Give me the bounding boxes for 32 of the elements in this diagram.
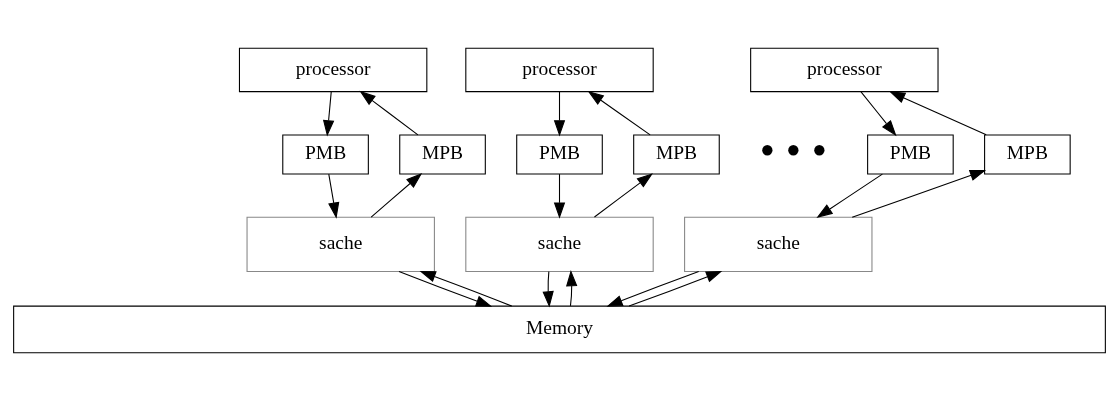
node-box: sache <box>246 216 435 272</box>
arrow <box>553 90 566 136</box>
arrow <box>542 270 554 307</box>
arrow <box>359 90 419 135</box>
node-box: MPB <box>633 133 720 174</box>
arrow <box>328 173 340 219</box>
node-box: processor <box>238 47 428 92</box>
arrow <box>587 90 651 135</box>
node-box: MPB <box>984 133 1071 174</box>
arrow <box>553 173 566 219</box>
node-box: MPB <box>399 133 486 174</box>
arrow <box>816 173 883 218</box>
arrow <box>593 172 653 218</box>
arrow <box>398 270 493 307</box>
arrow <box>566 269 578 306</box>
node-box: sache <box>465 216 654 272</box>
node-box: processor <box>750 47 939 92</box>
arrow <box>889 90 987 135</box>
label: • • • <box>759 125 828 174</box>
arrow <box>419 270 513 307</box>
node-box: PMB <box>282 133 369 174</box>
node-box: PMB <box>867 133 954 174</box>
arrow <box>628 270 723 307</box>
node-box: PMB <box>516 133 603 174</box>
arrow <box>851 169 987 218</box>
arrow <box>322 90 335 136</box>
node-box: processor <box>465 47 654 92</box>
node-box: sache <box>684 216 873 272</box>
node-box: Memory <box>13 305 1106 353</box>
arrow <box>370 172 423 218</box>
arrow <box>606 270 700 307</box>
arrow <box>860 90 897 136</box>
